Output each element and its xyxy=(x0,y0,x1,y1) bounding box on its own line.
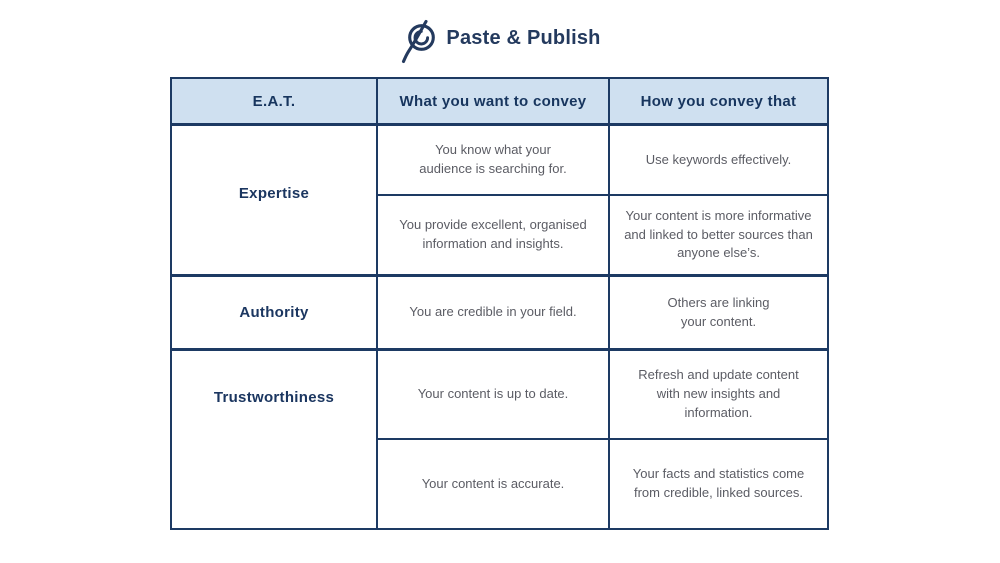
cell-trust-how-1: Refresh and update content with new insi… xyxy=(610,351,827,440)
cell-expertise-convey-2: You provide excellent, organised informa… xyxy=(378,196,610,277)
cell-trust-convey-1: Your content is up to date. xyxy=(378,351,610,440)
header-eat: E.A.T. xyxy=(172,79,378,126)
cell-expertise-how-2: Your content is more informative and lin… xyxy=(610,196,827,277)
paste-and-publish-logo-icon xyxy=(399,18,439,65)
row-label-authority: Authority xyxy=(172,277,378,351)
row-label-expertise: Expertise xyxy=(172,126,378,277)
cell-trust-how-2: Your facts and statistics come from cred… xyxy=(632,466,805,500)
cell-authority-convey: You are credible in your field. xyxy=(378,277,610,351)
logo: Paste & Publish xyxy=(0,18,1000,65)
logo-text: Paste & Publish xyxy=(446,27,601,49)
cell-expertise-how-1: Use keywords effectively. xyxy=(610,126,827,196)
row-label-trustworthiness: Trustworthiness xyxy=(172,351,378,528)
cell-trust-convey-2: Your content is accurate. xyxy=(378,440,610,528)
header-what-to-convey: What you want to convey xyxy=(378,79,610,126)
cell-expertise-convey-1: You know what your audience is searching… xyxy=(378,126,610,196)
header-how-to-convey: How you convey that xyxy=(610,79,827,126)
cell-authority-how: Others are linking your content. xyxy=(610,277,827,351)
eat-table: E.A.T. What you want to convey How you c… xyxy=(170,77,829,530)
